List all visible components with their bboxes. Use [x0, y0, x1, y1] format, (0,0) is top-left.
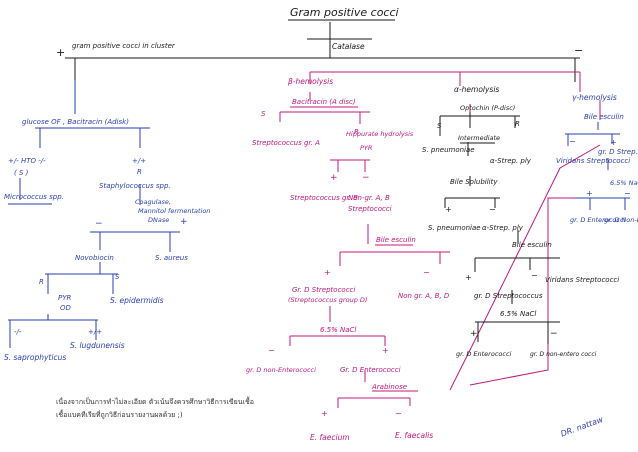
novobiocin-r: R	[39, 278, 44, 286]
strep-b-label: Streptococcus gr. B	[290, 194, 358, 202]
hippurate-test: Hippurate hydrolysis	[346, 130, 414, 138]
nacl-beta-neg: −	[268, 346, 275, 355]
gamma-hemolysis-label: γ-hemolysis	[572, 93, 617, 102]
staph-pos-result-2: R	[137, 168, 142, 176]
glucose-of-test: glucose OF , Bacitracin (Adisk)	[22, 118, 129, 126]
cluster-label: gram positive cocci in cluster	[72, 42, 176, 50]
bile-esculin-gamma: Bile esculin	[584, 113, 624, 121]
negative-sign: −	[574, 44, 583, 57]
nacl-gamma-neg: −	[624, 189, 631, 198]
grd-strep-beta: Gr. D Streptococci	[292, 286, 355, 294]
micrococcus-label: Micrococcus spp.	[4, 193, 64, 201]
grd-entero-beta: Gr. D Enterococci	[340, 366, 401, 374]
s-aureus-label: S. aureus	[155, 254, 188, 262]
streptococci-label: Streptococci	[348, 205, 392, 213]
optochin-test: Optochin (P-disc)	[460, 104, 515, 112]
staph-lines	[8, 80, 180, 348]
staph-spp-label: Staphylococcus spp.	[99, 182, 171, 190]
beta-hemolysis-label: β-hemolysis	[288, 77, 333, 86]
nacl-beta-pos: +	[382, 346, 389, 355]
optochin-s: S	[437, 122, 442, 130]
footnote-line-2: เชื้อแบคทีเรียที่ถูกวิธีก่อนรายงานผลด้วย…	[56, 411, 183, 419]
arabinose-neg: −	[395, 409, 402, 418]
bile-esculin-beta-pos: +	[324, 268, 331, 277]
bacitracin-r: R	[354, 128, 359, 136]
bile-esculin-gamma-pos: +	[610, 138, 617, 147]
optochin-intermediate: Intermediate	[458, 134, 500, 142]
nacl-gamma-test: 6.5% NaCl	[610, 179, 638, 187]
alpha-lines	[439, 112, 560, 344]
positive-sign: +	[56, 46, 65, 59]
grd-non-entero-alpha: gr. D non-entero cocci	[530, 351, 597, 358]
bile-esculin-alpha: Bile esculin	[512, 241, 552, 249]
s-pneumoniae-label: S. pneumoniae	[422, 146, 475, 154]
coagulase-pos: +	[180, 217, 188, 227]
viridans-alpha: Viridans Streptococci	[545, 276, 619, 284]
hippurate-neg: −	[362, 173, 370, 183]
s-pneumoniae-label-2: S. pneumoniae	[428, 224, 481, 232]
pyr-pos: +/+	[88, 328, 102, 336]
bile-esculin-beta: Bile esculin	[376, 236, 416, 244]
non-grabd-label: Non gr. A, B, D	[398, 292, 450, 300]
nacl-beta-test: 6.5% NaCl	[320, 326, 356, 334]
od-test: OD	[60, 304, 72, 312]
pyr-beta-test: PYR	[360, 144, 372, 152]
grd-strep-gamma: gr. D Strep.	[598, 148, 638, 156]
viridans-gamma: Viridans Streptococci	[556, 157, 630, 165]
grd-strep-beta-2: (Streptococcus group D)	[288, 296, 367, 304]
staph-neg-result: +/- HTO -/-	[8, 157, 46, 165]
non-gr-ab-label: Non-gr. A, B	[348, 194, 390, 202]
nacl-gamma-pos: +	[586, 189, 593, 198]
gamma-lines	[565, 122, 630, 210]
alpha-strep-label: α-Strep. ply	[490, 157, 532, 165]
staph-pos-result: +/+	[132, 157, 146, 165]
bile-sol-neg: −	[489, 205, 496, 214]
s-lugdunensis-label: S. lugdunensis	[70, 341, 125, 350]
footnote: เนื่องจากเป็นการทำไม่ละเอียด ตัวเน้นจึงค…	[56, 396, 356, 422]
novobiocin-s: S	[115, 273, 120, 281]
bile-esculin-gamma-neg: −	[569, 137, 576, 146]
diagram-title: Gram positive cocci	[290, 6, 399, 19]
grd-strep-alpha: gr. D Streptococcus	[474, 292, 543, 300]
root-lines	[65, 19, 580, 82]
novobiocin-test: Novobiocin	[75, 254, 114, 262]
e-faecalis-label: E. faecalis	[395, 431, 433, 440]
strep-a-label: Streptococcus gr. A	[252, 139, 320, 147]
bile-esculin-alpha-neg: −	[531, 271, 538, 280]
bile-solubility-test: Bile Solubility	[450, 178, 498, 186]
bile-esculin-alpha-pos: +	[465, 273, 472, 282]
dnase-test: DNase	[148, 216, 169, 224]
pyr-test: PYR	[58, 294, 71, 302]
footnote-line-1: เนื่องจากเป็นการทำไม่ละเอียด ตัวเน้นจึงค…	[56, 398, 254, 406]
bile-esculin-beta-neg: −	[423, 268, 430, 277]
signature: DR. nattaw	[559, 415, 604, 439]
staph-neg-result-2: ( S )	[14, 169, 29, 177]
grd-entero-gamma: gr. D Enterococci	[570, 216, 626, 224]
pyr-neg: -/-	[14, 328, 22, 336]
alpha-hemolysis-label: α-hemolysis	[454, 85, 499, 94]
bile-sol-pos: +	[445, 205, 452, 214]
s-saprophyticus-label: S. saprophyticus	[4, 353, 66, 362]
bacitracin-test: Bacitracin (A disc)	[292, 98, 356, 106]
e-faecium-label: E. faecium	[310, 433, 350, 442]
coagulase-test: Coagulase,	[135, 198, 171, 206]
arabinose-test: Arabinose	[371, 383, 407, 391]
nacl-alpha-test: 6.5% NaCl	[500, 310, 536, 318]
grd-entero-alpha: gr. D Enterococci	[456, 350, 512, 358]
s-epidermidis-label: S. epidermidis	[110, 296, 164, 305]
nacl-alpha-neg: −	[550, 329, 558, 339]
catalase-label: Catalase	[332, 42, 365, 51]
mannitol-test: Mannitol fermentation	[138, 207, 210, 215]
hemolysis-lines	[279, 71, 601, 408]
nacl-alpha-pos: +	[470, 329, 478, 339]
arabinose-pos: +	[321, 409, 328, 418]
optochin-r: R	[515, 120, 520, 128]
grd-non-entero-gamma: gr. D Non-Enterococci	[604, 216, 638, 224]
coagulase-neg: −	[95, 219, 103, 229]
bacitracin-s: S	[261, 110, 266, 118]
hippurate-pos: +	[330, 173, 338, 183]
alpha-strep-label-2: α-Strep. ply	[482, 224, 524, 232]
grd-non-entero-beta: gr. D non-Enterococci	[246, 366, 316, 374]
